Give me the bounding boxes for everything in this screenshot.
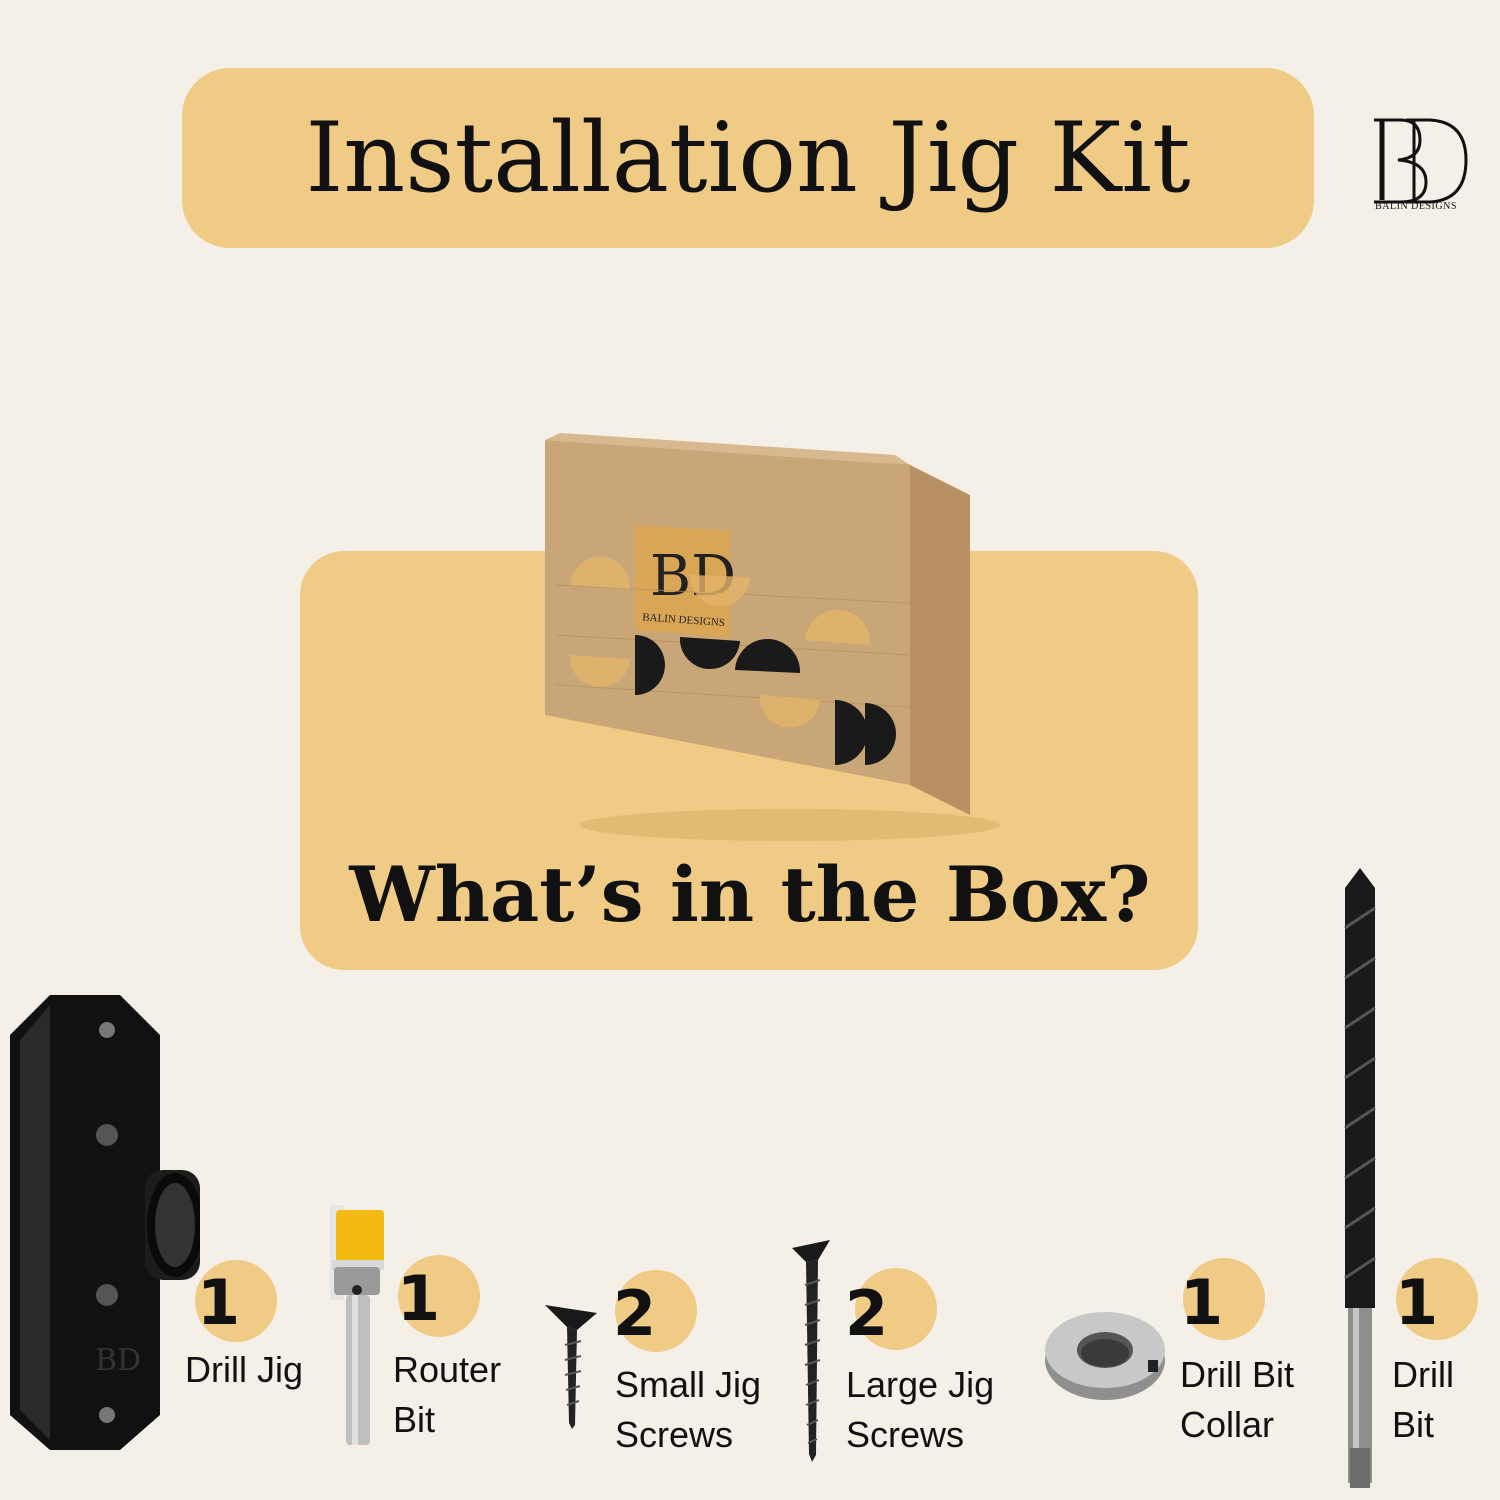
hero-title: What’s in the Box? xyxy=(349,850,1151,939)
qty-drill-jig: 1 xyxy=(197,1266,241,1339)
drill-bit-icon xyxy=(1344,868,1376,1488)
qty-badge xyxy=(855,1268,937,1350)
qty-drill-bit: 1 xyxy=(1395,1266,1439,1339)
small-screw-icon xyxy=(545,1305,597,1429)
qty-badge xyxy=(615,1270,697,1352)
product-box-icon: BD BALIN DESIGNS xyxy=(545,433,1000,841)
label-small-screws: Small Jig Screws xyxy=(615,1364,762,1456)
label-drill-jig: Drill Jig xyxy=(185,1349,304,1390)
router-bit-icon xyxy=(330,1205,384,1445)
drill-jig-icon: BD xyxy=(10,995,200,1450)
label-drill-bit-collar: Drill Bit Collar xyxy=(1180,1354,1294,1446)
drill-bit-collar-icon xyxy=(1045,1312,1165,1400)
large-screw-icon xyxy=(792,1240,830,1462)
qty-drill-bit-collar: 1 xyxy=(1180,1266,1224,1339)
qty-router-bit: 1 xyxy=(397,1262,441,1335)
title-banner: Installation Jig Kit xyxy=(182,68,1314,248)
page-title: Installation Jig Kit xyxy=(305,102,1191,214)
qty-badge xyxy=(1396,1258,1478,1340)
qty-badge xyxy=(195,1260,277,1342)
label-router-bit: Router Bit xyxy=(393,1349,502,1441)
svg-text:BD: BD xyxy=(95,1343,141,1378)
qty-small-screws: 2 xyxy=(613,1277,657,1350)
brand-logo-icon xyxy=(1374,118,1468,204)
label-drill-bit: Drill Bit xyxy=(1392,1354,1454,1446)
qty-badge xyxy=(1183,1258,1265,1340)
qty-large-screws: 2 xyxy=(845,1277,889,1350)
brand-name: BALIN DESIGNS xyxy=(1375,201,1457,212)
label-large-screws: Large Jig Screws xyxy=(846,1364,995,1456)
box-brand-name: BALIN DESIGNS xyxy=(642,611,725,629)
qty-badge xyxy=(398,1255,480,1337)
